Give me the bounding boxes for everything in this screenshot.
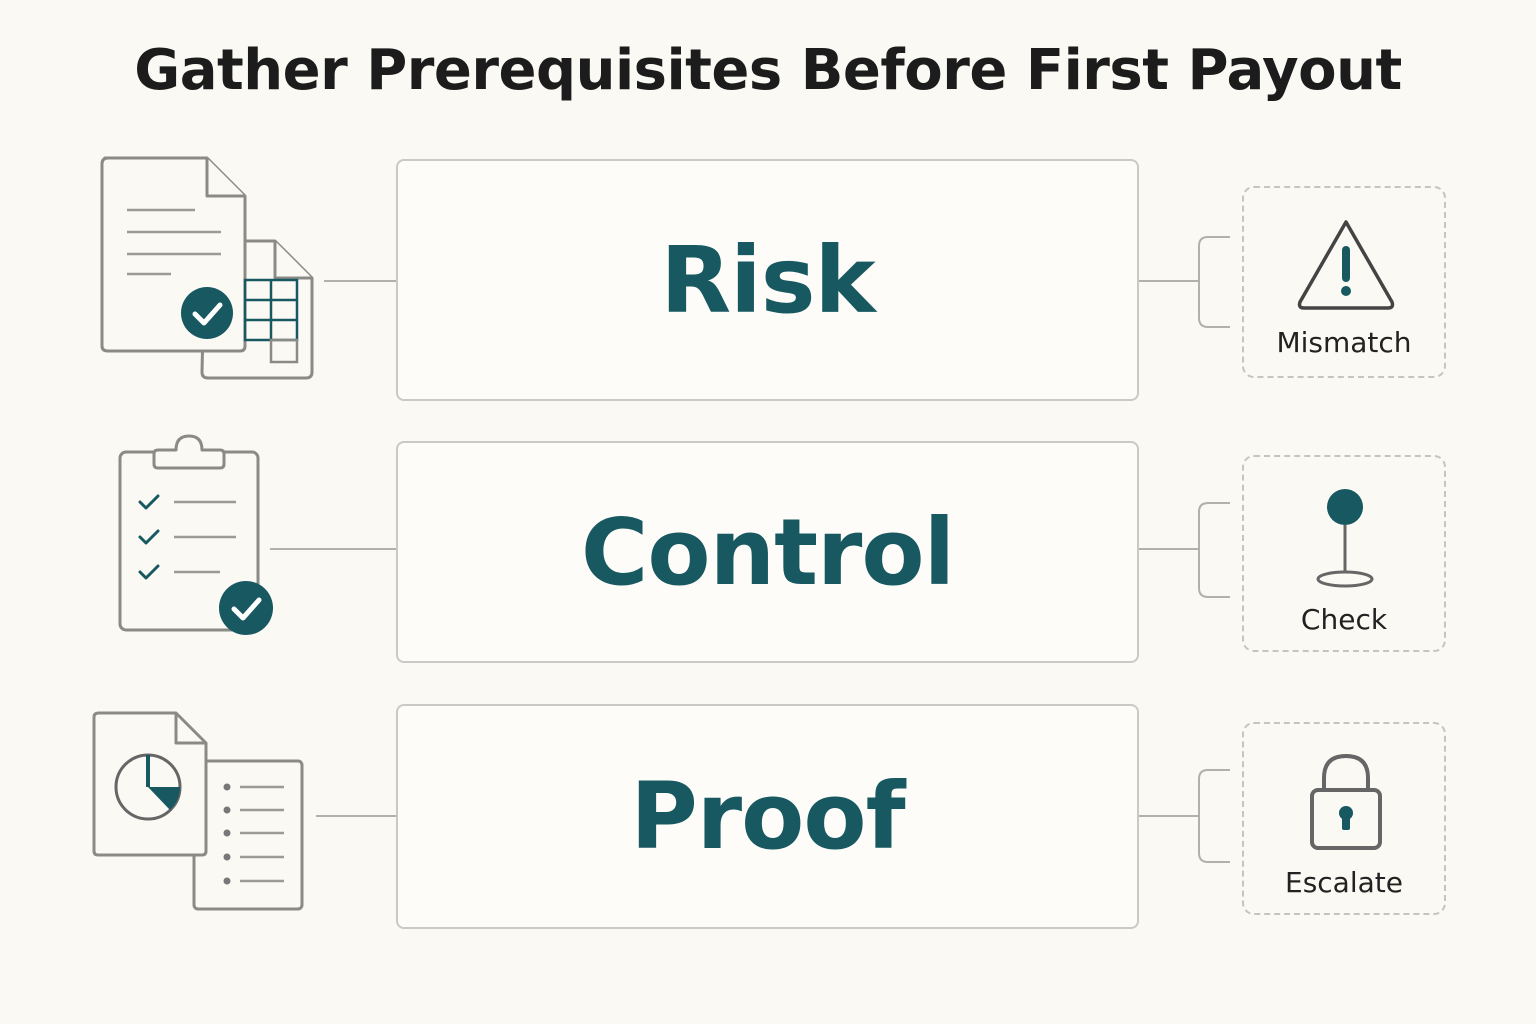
stage-box-proof: Proof	[396, 704, 1139, 929]
outcome-card-mismatch: Mismatch	[1242, 186, 1446, 378]
documents-spreadsheet-icon	[100, 156, 314, 380]
map-pin-icon	[1316, 489, 1374, 588]
outcome-label: Mismatch	[1276, 326, 1412, 359]
outcome-label: Check	[1300, 603, 1388, 636]
stage-label: Proof	[630, 763, 905, 870]
outcome-card-escalate: Escalate	[1242, 722, 1446, 915]
stage-box-risk: Risk	[396, 159, 1139, 401]
stage-label: Control	[580, 498, 955, 606]
page-title: Gather Prerequisites Before First Payout	[134, 38, 1402, 103]
outcome-label: Escalate	[1285, 866, 1403, 899]
warning-triangle-icon	[1297, 220, 1395, 310]
stage-box-control: Control	[396, 441, 1139, 663]
padlock-icon	[1310, 753, 1382, 850]
report-documents-icon	[92, 711, 304, 911]
clipboard-checklist-icon	[118, 434, 273, 635]
stage-label: Risk	[660, 226, 875, 334]
outcome-card-check: Check	[1242, 455, 1446, 652]
